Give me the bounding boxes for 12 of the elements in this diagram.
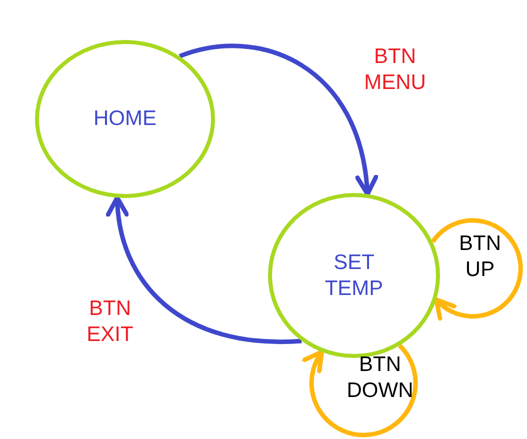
transition-arrow xyxy=(179,44,378,196)
edge-label: BTN DOWN xyxy=(346,352,414,404)
transition-arrow xyxy=(302,344,418,438)
state-circle xyxy=(35,40,215,198)
edge-label: BTN EXIT xyxy=(86,296,134,348)
state-label: HOME xyxy=(94,106,156,132)
state-circle xyxy=(268,193,440,358)
transition-arrow xyxy=(106,195,302,344)
edge-label: BTN MENU xyxy=(363,44,427,96)
transition-arrow xyxy=(430,218,523,320)
edge-label: BTN UP xyxy=(458,231,502,283)
state-label: SET TEMP xyxy=(324,250,384,302)
